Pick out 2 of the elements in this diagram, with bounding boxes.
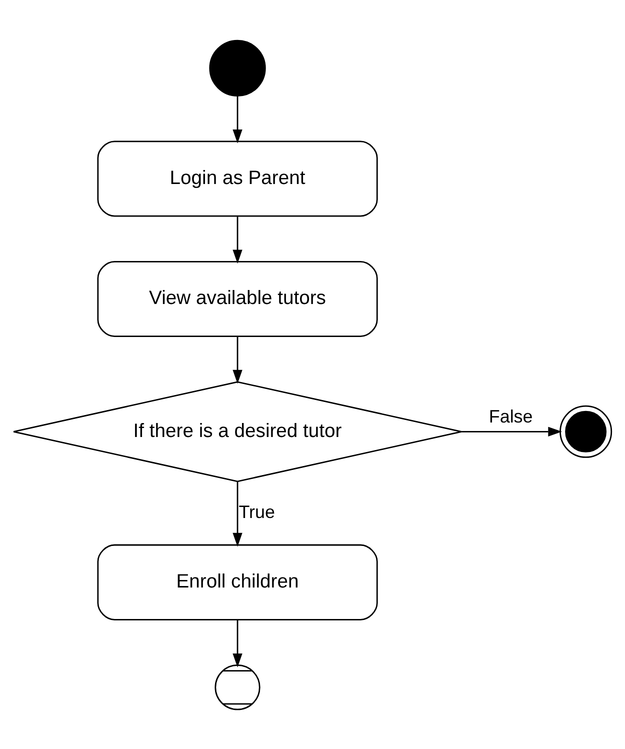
edge-label: False	[488, 406, 533, 426]
edge-label: True	[238, 501, 275, 522]
